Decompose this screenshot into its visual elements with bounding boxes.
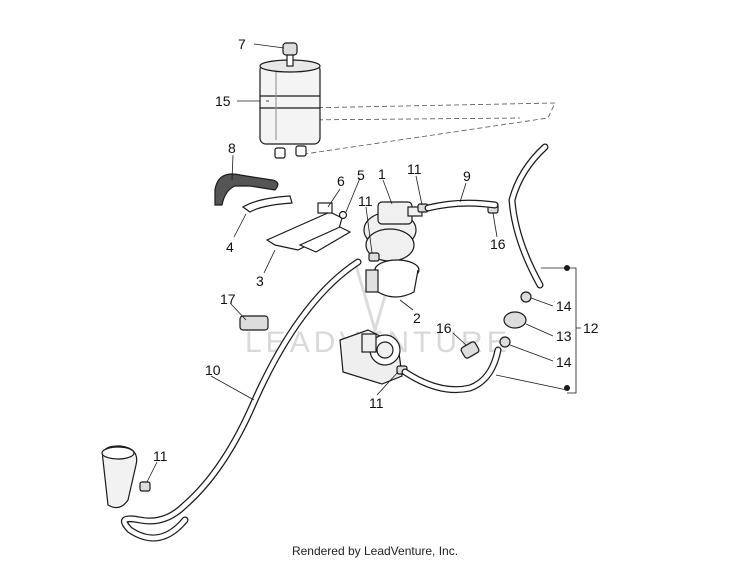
fittings bbox=[139, 202, 532, 492]
callout-11-b: 11 bbox=[407, 161, 422, 177]
callout-5: 5 bbox=[357, 167, 365, 183]
callout-1: 1 bbox=[378, 166, 386, 182]
hoses bbox=[120, 143, 549, 542]
canister-strap bbox=[214, 173, 279, 206]
bracket-4 bbox=[241, 195, 293, 213]
callout-6: 6 bbox=[337, 173, 345, 189]
throttle-body bbox=[339, 329, 403, 385]
footer-credit: Rendered by LeadVenture, Inc. bbox=[291, 544, 459, 558]
callout-11-a: 11 bbox=[358, 193, 373, 209]
callout-labels: 7 15 8 4 3 6 5 1 11 11 9 16 2 17 16 10 1… bbox=[153, 36, 599, 464]
callout-9: 9 bbox=[463, 168, 471, 184]
callout-12: 12 bbox=[583, 320, 599, 336]
callout-14-a: 14 bbox=[556, 298, 572, 314]
callout-11-d: 11 bbox=[153, 448, 168, 464]
filler-neck bbox=[101, 445, 138, 509]
callout-11-c: 11 bbox=[369, 395, 384, 411]
filter-clamp bbox=[365, 259, 420, 298]
callout-17: 17 bbox=[220, 291, 236, 307]
mount-bracket bbox=[265, 202, 352, 253]
callout-16-a: 16 bbox=[490, 236, 506, 252]
callout-14-b: 14 bbox=[556, 354, 572, 370]
callout-16-b: 16 bbox=[436, 320, 452, 336]
leader-lines bbox=[146, 43, 581, 483]
callout-2: 2 bbox=[413, 310, 421, 326]
callout-7: 7 bbox=[238, 36, 246, 52]
bracket-dots bbox=[564, 265, 570, 391]
callout-3: 3 bbox=[256, 273, 264, 289]
callout-13: 13 bbox=[556, 328, 572, 344]
fuel-filter bbox=[363, 201, 423, 262]
dashed-connector bbox=[297, 102, 556, 156]
callout-10: 10 bbox=[205, 362, 221, 378]
charcoal-canister bbox=[259, 42, 321, 159]
callout-15: 15 bbox=[215, 93, 231, 109]
callout-8: 8 bbox=[228, 140, 236, 156]
callout-4: 4 bbox=[226, 239, 234, 255]
